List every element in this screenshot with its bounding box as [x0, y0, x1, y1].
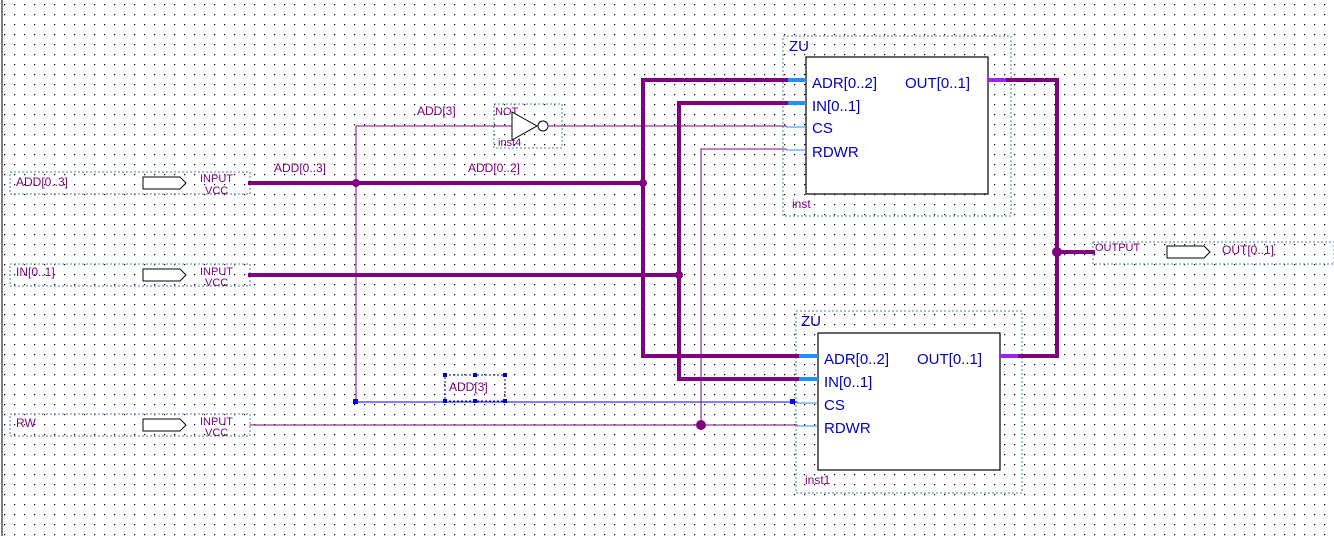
junction-add02	[639, 179, 647, 187]
component-zu-inst1-port-in: IN[0..1]	[824, 374, 872, 391]
wire-label-add03: ADD[0..3]	[274, 161, 326, 175]
junction-out	[1052, 247, 1062, 257]
input-pin-in-default: VCC	[205, 277, 228, 289]
input-pin-add[interactable]: ADD[0..3] INPUT VCC	[9, 171, 251, 197]
not-gate[interactable]: NOT inst4	[493, 103, 563, 149]
wire-add3-to-not[interactable]	[355, 125, 513, 184]
output-pin-symbol	[1166, 245, 1211, 259]
wire-add02-bus[interactable]	[641, 78, 799, 358]
not-gate-bubble	[537, 120, 549, 132]
wire-out-bottom[interactable]	[1018, 250, 1059, 358]
component-zu-inst-body	[805, 56, 989, 195]
component-zu-inst1-body	[817, 332, 1001, 471]
component-zu-inst-port-cs: CS	[812, 120, 833, 137]
wire-out-top[interactable]	[1006, 78, 1059, 254]
input-pin-in-symbol	[142, 268, 187, 282]
wire-label-add02: ADD[0..2]	[468, 161, 520, 175]
input-pin-in-type: INPUT	[200, 266, 233, 278]
component-zu-inst1-port-cs: CS	[824, 397, 845, 414]
wire-label-add3-top: ADD[3]	[417, 104, 456, 118]
input-pin-add-symbol	[142, 176, 187, 190]
junctions	[352, 179, 1062, 430]
junction-in	[675, 271, 683, 279]
output-pin-out[interactable]: OUTPUT OUT[0..1]	[1092, 241, 1334, 265]
component-zu-inst1-port-rdwr: RDWR	[824, 420, 871, 437]
component-zu-inst1-instance: inst1	[805, 473, 831, 487]
output-pin-type: OUTPUT	[1095, 242, 1141, 254]
component-zu-inst-title: ZU	[789, 38, 809, 55]
input-pin-rw-default: VCC	[205, 427, 228, 439]
input-pin-add-type: INPUT	[200, 173, 233, 185]
wire-rw-to-rdwr[interactable]	[700, 148, 787, 426]
junction-add3-blue-left	[353, 399, 358, 404]
input-pin-in[interactable]: IN[0..1] INPUT VCC	[9, 263, 251, 289]
component-zu-inst-port-out: OUT[0..1]	[905, 75, 970, 92]
input-pin-rw-type: INPUT	[200, 416, 233, 428]
wires	[248, 78, 1095, 426]
input-pin-rw-name: RW	[16, 416, 36, 430]
component-zu-inst-instance: inst	[792, 197, 811, 211]
component-zu-inst-port-in: IN[0..1]	[812, 98, 860, 115]
output-pin-name: OUT[0..1]	[1222, 243, 1274, 257]
component-zu-inst1-port-adr: ADR[0..2]	[824, 351, 889, 368]
wire-in-branch[interactable]	[677, 101, 799, 381]
junction-add03	[352, 179, 360, 187]
input-pin-rw[interactable]: RW INPUT VCC	[9, 413, 251, 439]
component-zu-inst-port-rdwr: RDWR	[812, 144, 859, 161]
component-zu-inst[interactable]: ZU ADR[0..2] IN[0..1] CS RDWR OUT[0..1] …	[782, 35, 1012, 217]
wire-label-add3-selected[interactable]: ADD[3]	[443, 373, 507, 403]
input-pin-in-name: IN[0..1]	[16, 265, 55, 279]
input-pin-rw-symbol	[142, 418, 187, 432]
not-gate-instance: inst4	[498, 137, 521, 149]
component-zu-inst1-title: ZU	[801, 313, 821, 330]
input-pin-add-name: ADD[0..3]	[16, 175, 68, 189]
input-pin-add-default: VCC	[205, 185, 228, 197]
component-zu-inst1-port-out: OUT[0..1]	[917, 351, 982, 368]
junction-add3-blue-right	[790, 399, 795, 404]
component-zu-inst1[interactable]: ZU ADR[0..2] IN[0..1] CS RDWR OUT[0..1] …	[795, 310, 1023, 494]
component-zu-inst-port-adr: ADR[0..2]	[812, 75, 877, 92]
junction-rw	[696, 420, 706, 430]
wire-label-add3-bottom: ADD[3]	[449, 380, 488, 394]
